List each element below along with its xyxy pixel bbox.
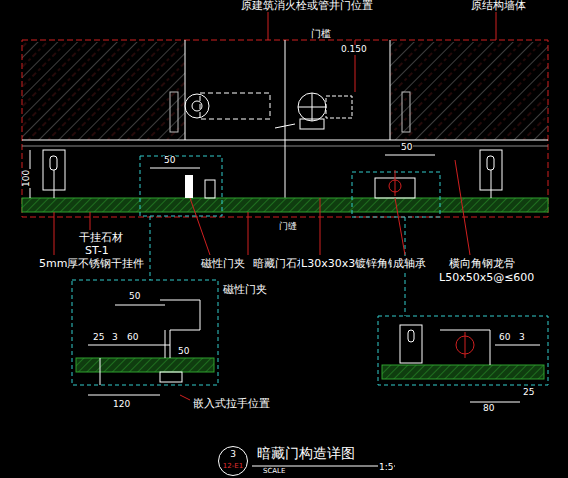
drawing-label: L50x50x5@≤600: [438, 272, 535, 284]
drawing-label: 5mm厚不锈钢干挂件: [38, 258, 145, 270]
drawing-label: 60: [126, 333, 139, 343]
drawing-label: 25: [522, 388, 535, 398]
drawing-label: 1:5: [378, 463, 394, 473]
drawing-label: 50: [163, 156, 176, 166]
drawing-label: 100: [22, 169, 32, 188]
drawing-label: L30x30x3镀锌角钢: [300, 258, 400, 270]
drawing-title: 暗藏门构造详图: [256, 446, 356, 461]
drawing-label: 50: [128, 292, 141, 302]
drawing-label: 嵌入式拉手位置: [192, 398, 271, 410]
callout-text: 12-E1: [222, 463, 244, 471]
drawing-label: 磁性门夹: [222, 284, 268, 296]
drawing-label: 25: [92, 333, 105, 343]
drawing-label: 成轴承: [392, 258, 427, 270]
drawing-label: 0.150: [340, 45, 368, 55]
drawing-label: 门缝: [278, 222, 298, 232]
drawing-label: 原结构墙体: [470, 0, 527, 12]
drawing-label: SCALE: [262, 468, 286, 476]
drawing-label: 磁性门夹: [200, 258, 246, 270]
drawing-label: 干挂石材: [78, 232, 124, 244]
drawing-label: 横向角钢龙骨: [448, 258, 516, 270]
callout-text: 3: [229, 450, 237, 460]
drawing-label: 60: [498, 333, 511, 343]
drawing-label: 120: [112, 400, 131, 410]
drawing-label: 50: [177, 347, 190, 357]
drawing-label: ST-1: [84, 245, 110, 257]
drawing-label: 3: [111, 333, 119, 343]
drawing-label: 原建筑消火栓或管井门位置: [240, 0, 374, 12]
drawing-label: 门槛: [310, 28, 332, 39]
drawing-label: 80: [482, 404, 495, 414]
drawing-label: 3: [518, 333, 526, 343]
drawing-label: 50: [400, 143, 413, 153]
detail-callout-circle: 3 12-E1: [218, 446, 248, 476]
